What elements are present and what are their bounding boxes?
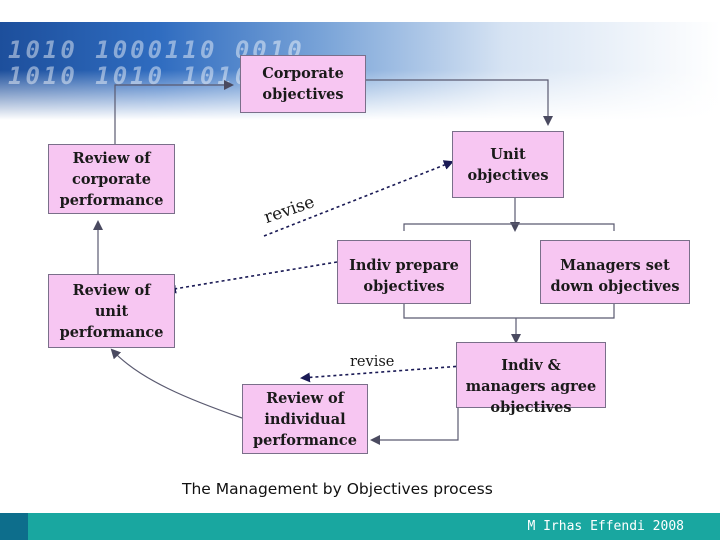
- branch-line: [403, 223, 615, 231]
- join-line: [403, 304, 615, 319]
- node-review-corporate-performance: Review of corporate performance: [48, 144, 175, 214]
- arrow-review-corporate-to-corporate: [114, 80, 234, 144]
- node-review-individual-performance: Review of individual performance: [242, 384, 368, 454]
- arrow-review-individual-to-review-unit: [110, 348, 243, 419]
- footer-accent-block: [0, 513, 28, 540]
- diagram-caption: The Management by Objectives process: [182, 480, 493, 498]
- footer-author: M Irhas Effendi 2008: [527, 519, 684, 534]
- revise-arrow-upper: [263, 160, 454, 237]
- footer-bar: M Irhas Effendi 2008: [0, 513, 720, 540]
- arrow-corporate-to-unit: [366, 79, 553, 126]
- arrow-agree-to-review-individual: [370, 380, 459, 445]
- node-indiv-prepare-objectives: Indiv prepare objectives: [337, 240, 471, 304]
- banner-top-strip: [0, 0, 720, 22]
- node-managers-set-down-objectives: Managers set down objectives: [540, 240, 690, 304]
- node-indiv-managers-agree-objectives: Indiv & managers agree objectives: [456, 342, 606, 416]
- node-corporate-objectives: Corporate objectives: [240, 55, 366, 113]
- node-review-unit-performance: Review of unit performance: [48, 274, 175, 348]
- node-unit-objectives: Unit objectives: [452, 131, 564, 198]
- label-revise-lower: revise: [350, 354, 395, 370]
- revise-arrow-middle: [166, 261, 338, 294]
- revise-arrow-lower: [300, 365, 463, 383]
